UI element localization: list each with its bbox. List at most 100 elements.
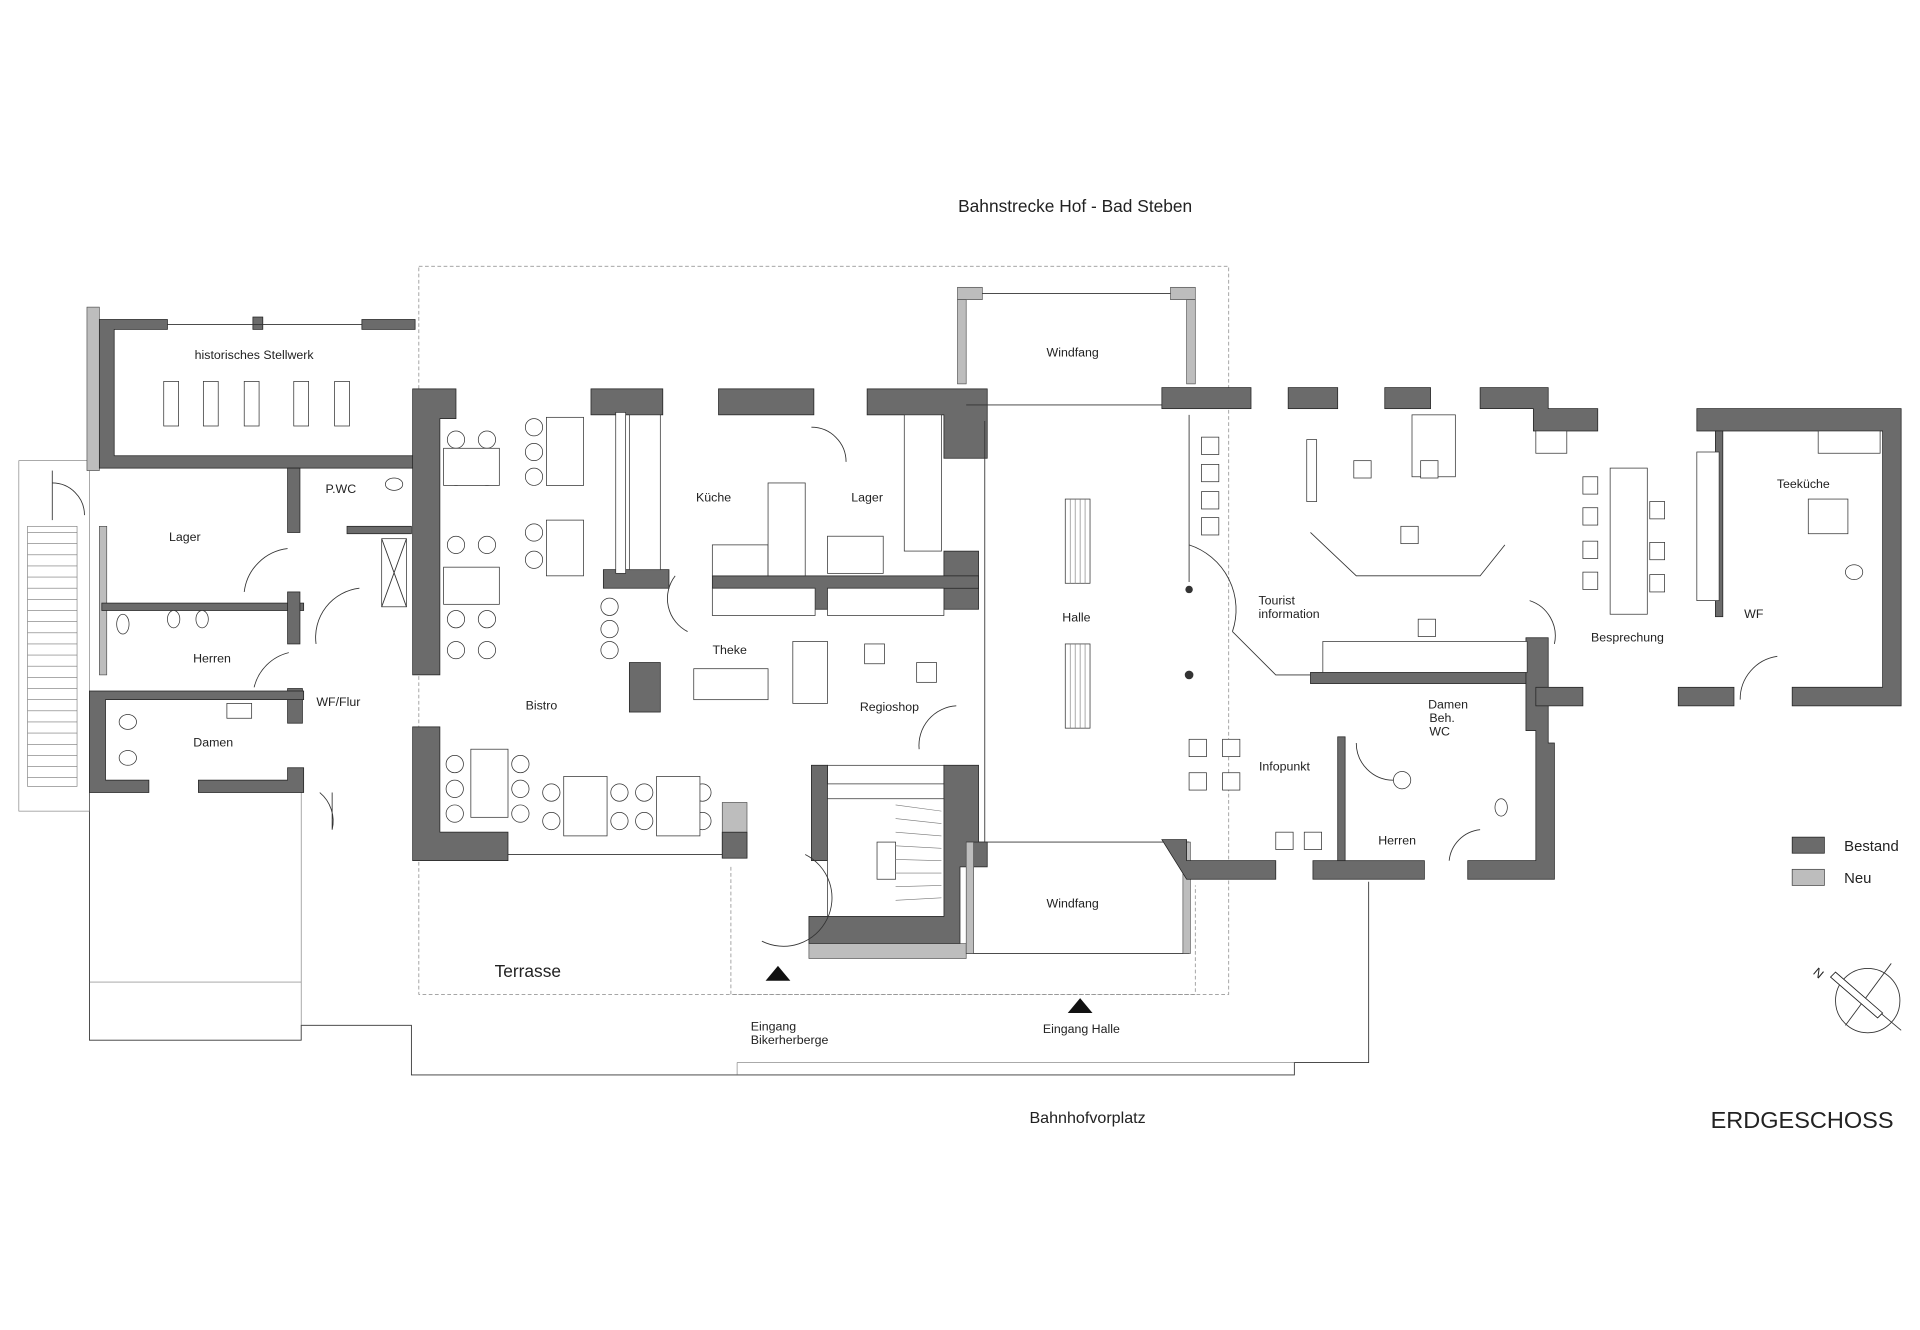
label-damen-left: Damen [193,736,233,750]
label-halle: Halle [1062,611,1090,625]
lever [293,381,309,427]
chair [1201,491,1220,510]
chair [600,620,619,639]
label-damen-beh: Damen [1428,697,1468,711]
label-eingang-biker: Eingang [751,1019,797,1033]
chair [635,811,654,831]
chair [635,783,654,802]
stair-step [895,859,942,861]
chair [542,811,561,831]
chair [511,804,530,823]
label-lager-mid: Lager [851,491,883,505]
room-block-right [1161,387,1902,880]
label-windfang-bottom: Windfang [1047,897,1099,911]
label-beh: Beh. [1429,711,1454,725]
legend-label-bestand: Bestand [1844,839,1899,855]
label-terrasse: Terrasse [495,961,561,981]
stair-step [895,885,942,887]
exterior-stairs [18,460,90,812]
chair [524,442,544,462]
legend-swatch-neu [1791,868,1825,886]
chair [446,535,466,554]
chair [1420,460,1439,479]
chair [1201,464,1220,483]
chair [1582,476,1599,495]
label-eingang-halle: Eingang Halle [1043,1022,1120,1036]
chair [610,811,629,831]
drawing-title: Bahnstrecke Hof - Bad Steben [958,196,1192,216]
legend-label-neu: Neu [1844,871,1871,887]
label-teekueche: Teeküche [1777,477,1830,491]
chair [1353,460,1372,479]
chair [445,804,464,823]
lever [243,381,260,427]
seat [1275,831,1294,850]
seat [1222,738,1241,758]
chair [477,430,496,449]
chair [446,641,466,660]
stair-step [895,845,942,849]
label-tourist: Tourist [1258,593,1295,607]
north-label: N [1810,965,1826,981]
label-windfang-top: Windfang [1047,346,1099,360]
table [443,566,500,605]
room-stellwerk [86,306,428,471]
chair [1201,517,1220,536]
chair [511,779,530,798]
chair [1582,507,1599,526]
room-block-left [89,467,412,830]
seat [1222,772,1241,791]
stair-tower [761,764,988,981]
table [563,776,608,837]
label-besprechung: Besprechung [1591,630,1664,644]
chair [446,610,466,629]
chair [542,783,561,802]
plan-name: ERDGESCHOSS [1711,1107,1894,1133]
label-bahnhofvorplatz: Bahnhofvorplatz [1029,1109,1145,1127]
chair [524,550,544,569]
chair [445,779,464,798]
label-theke: Theke [712,643,747,657]
lever [163,381,179,427]
table [470,748,509,818]
label-kueche: Küche [696,491,731,505]
legend-swatch-bestand [1791,836,1825,854]
chair [524,467,544,486]
label-regioshop: Regioshop [860,700,919,714]
table [546,416,584,486]
chair [1201,436,1220,455]
label-pwc: P.WC [325,482,356,496]
chair [1649,542,1665,561]
table [546,519,584,577]
stair-step [895,804,942,812]
label-bikerherberge: Bikerherberge [751,1033,829,1047]
table [443,447,500,486]
chair [511,755,530,774]
label-herren-right: Herren [1378,834,1416,848]
chair [600,641,619,660]
room-bistro-kitchen [412,388,988,862]
chair [446,430,466,449]
chair [477,610,496,629]
chair [1582,540,1599,559]
chair [477,535,496,554]
seat [1303,831,1322,850]
label-stellwerk: historisches Stellwerk [195,348,315,362]
chair [477,641,496,660]
seat [1188,738,1207,758]
chair [1582,571,1599,590]
label-infopunkt: Infopunkt [1259,759,1310,773]
label-bistro: Bistro [526,699,558,713]
seat [1188,772,1207,791]
legend: Bestand Neu [1791,836,1899,887]
stair-step [895,831,942,837]
label-wf-flur: WF/Flur [316,695,360,709]
bench [1064,498,1091,584]
lever [334,381,350,427]
chair [1649,501,1665,520]
north-arrow-icon: N [1810,963,1902,1034]
chair [445,755,464,774]
room-halle [957,286,1196,1013]
label-lager-left: Lager [169,530,201,544]
label-wf-right: WF [1744,607,1764,621]
